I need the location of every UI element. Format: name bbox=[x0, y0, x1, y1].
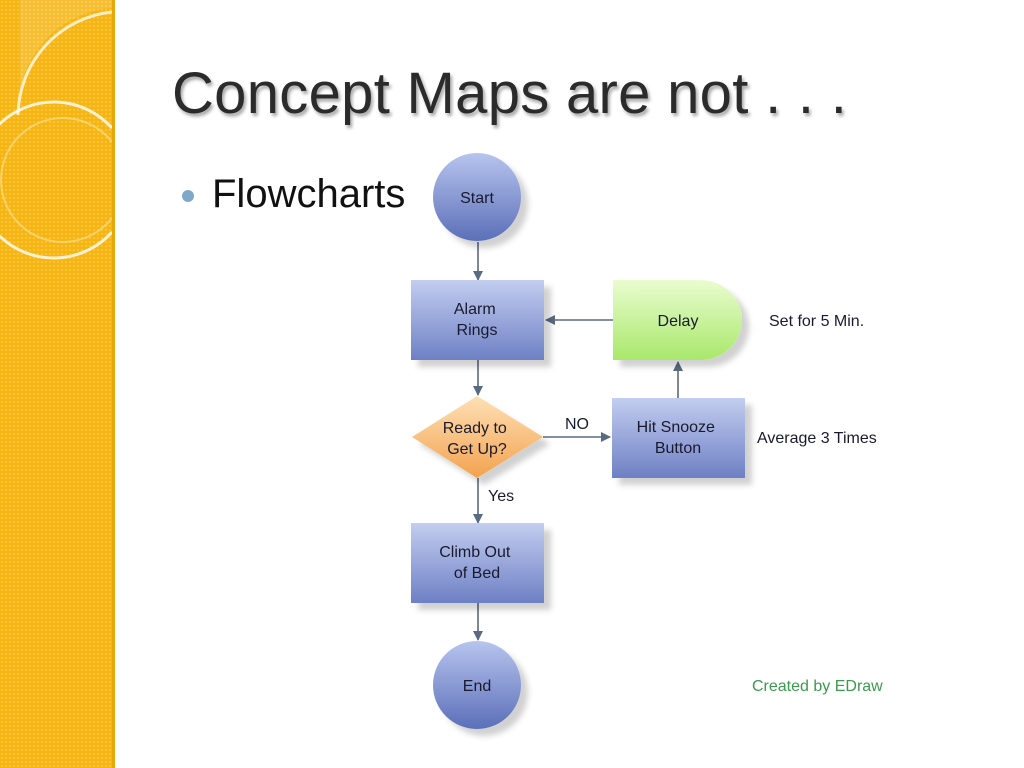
alarm-rings-label-line2: Rings bbox=[457, 322, 498, 339]
delay-node bbox=[613, 280, 742, 360]
decorative-sidebar bbox=[0, 0, 112, 768]
alarm-rings-node bbox=[411, 280, 544, 360]
snooze-annotation: Average 3 Times bbox=[757, 430, 877, 447]
edraw-credit: Created by EDraw bbox=[752, 678, 883, 695]
edge-label-no: NO bbox=[565, 416, 589, 433]
svg-text:Alarm Rings: Alarm Rings bbox=[454, 301, 500, 339]
hit-snooze-label-line1: Hit Snooze bbox=[637, 419, 715, 436]
bullet-text: Flowcharts bbox=[212, 172, 406, 216]
svg-text:Hit Snooze Button: Hit Snooze Button bbox=[637, 419, 720, 457]
svg-text:Climb Out of Bed: Climb Out of Bed bbox=[439, 544, 515, 582]
hit-snooze-label-line2: Button bbox=[655, 440, 701, 457]
climb-out-label-line2: of Bed bbox=[454, 565, 500, 582]
sidebar-edge bbox=[112, 0, 115, 768]
end-node-label: End bbox=[463, 678, 491, 695]
start-node bbox=[433, 153, 521, 241]
alarm-rings-label-line1: Alarm bbox=[454, 301, 496, 318]
climb-out-node bbox=[411, 523, 544, 603]
bullet-dot-icon bbox=[182, 190, 194, 202]
end-node bbox=[433, 641, 521, 729]
flowchart-diagram: Start Alarm Rings Ready to Get Up? Climb… bbox=[398, 145, 938, 745]
hit-snooze-node bbox=[612, 398, 745, 478]
delay-annotation: Set for 5 Min. bbox=[769, 313, 864, 330]
ready-decision-node bbox=[412, 396, 543, 478]
start-node-label: Start bbox=[460, 190, 494, 207]
ready-decision-label-line2: Get Up? bbox=[447, 441, 507, 458]
slide-title: Concept Maps are not . . . bbox=[172, 61, 848, 126]
ready-decision-label-line1: Ready to bbox=[443, 420, 507, 437]
svg-text:Ready to Get Up?: Ready to Get Up? bbox=[443, 420, 512, 458]
climb-out-label-line1: Climb Out bbox=[439, 544, 511, 561]
delay-node-label: Delay bbox=[658, 313, 699, 330]
edge-label-yes: Yes bbox=[488, 488, 514, 505]
